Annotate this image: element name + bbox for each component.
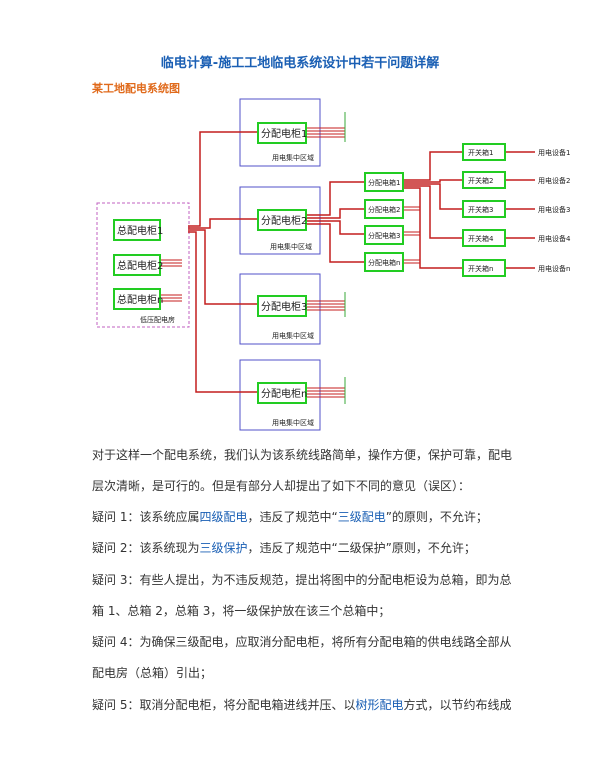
question-5: 疑问 5：取消分配电柜，将分配电箱进线并压、以树形配电方式，以节约布线成: [92, 690, 518, 721]
q1-text-a: 疑问 1：该系统应属: [92, 510, 200, 524]
diagram-caption: 某工地配电系统图: [92, 82, 180, 95]
main-box-n: 总配电柜n: [113, 288, 163, 310]
dist-area-label-2: 用电集中区域: [270, 242, 312, 251]
main-box-1: 总配电柜1: [113, 219, 163, 241]
main-area-label: 低压配电房: [140, 315, 175, 324]
feeder-lines: [188, 131, 535, 393]
equipment-label-n: 用电设备n: [538, 264, 570, 273]
intro-line-2: 层次清晰，是可行的。但是有部分人却提出了如下不同的意见（误区）：: [92, 479, 471, 493]
q2-highlight[interactable]: 三级保护: [199, 541, 248, 555]
svg-text:开关箱4: 开关箱4: [468, 234, 494, 243]
main-area: [96, 202, 190, 328]
q2-text-b: ，违反了规范中“二级保护”原则，不允许；: [247, 541, 476, 555]
sub-box-n: 分配电箱n: [364, 252, 404, 272]
svg-text:分配电柜n: 分配电柜n: [261, 387, 307, 400]
intro-line-1: 对于这样一个配电系统，我们认为该系统线路简单，操作方便，保护可靠，配电: [92, 448, 513, 462]
q5-text-a: 疑问 5：取消分配电柜，将分配电箱进线并压、以: [92, 698, 356, 712]
q2-text-a: 疑问 2：该系统现为: [92, 541, 200, 555]
equipment-label-4: 用电设备4: [538, 234, 571, 243]
question-1: 疑问 1：该系统应属四级配电，违反了规范中“三级配电”的原则，不允许；: [92, 502, 518, 533]
dist-area-3: [239, 273, 321, 345]
q5-text-b: 方式，以节约布线成: [403, 698, 512, 712]
svg-text:分配电箱2: 分配电箱2: [368, 205, 400, 214]
dist-box-1: 分配电柜1: [257, 122, 307, 144]
q1-highlight[interactable]: 四级配电: [199, 510, 248, 524]
q1-text-c: ”的原则，不允许；: [385, 510, 488, 524]
q1-highlight-2[interactable]: 三级配电: [337, 510, 386, 524]
svg-text:分配电箱3: 分配电箱3: [368, 231, 400, 240]
svg-text:开关箱1: 开关箱1: [468, 148, 493, 157]
svg-text:开关箱3: 开关箱3: [468, 205, 493, 214]
switch-box-4: 开关箱4: [462, 229, 506, 247]
dist-area-4: [239, 359, 321, 431]
dist-area-label-4: 用电集中区域: [272, 418, 314, 427]
distribution-diagram: 低压配电房 用电集中区域 用电集中区域 用电集中区域 用电集中区域: [96, 98, 571, 431]
svg-text:开关箱2: 开关箱2: [468, 176, 493, 185]
svg-text:总配电柜1: 总配电柜1: [117, 224, 163, 237]
question-4-line-1: 疑问 4：为确保三级配电，应取消分配电柜，将所有分配电箱的供电线路全部从: [92, 635, 512, 649]
dist-box-2: 分配电柜2: [257, 209, 307, 231]
svg-text:分配电箱n: 分配电箱n: [368, 258, 400, 267]
switch-box-3: 开关箱3: [462, 200, 506, 218]
sub-box-2: 分配电箱2: [364, 199, 404, 219]
dist-area-label-3: 用电集中区域: [272, 331, 314, 340]
svg-text:分配电柜1: 分配电柜1: [261, 127, 307, 140]
q5-highlight[interactable]: 树形配电: [355, 698, 404, 712]
svg-text:分配电柜3: 分配电柜3: [261, 300, 307, 313]
question-4-line-2: 配电房（总箱）引出；: [92, 666, 213, 680]
svg-text:开关箱n: 开关箱n: [468, 264, 493, 273]
page-title: 临电计算-施工工地临电系统设计中若干问题详解: [160, 56, 440, 71]
svg-text:总配电柜n: 总配电柜n: [117, 293, 163, 306]
switch-box-1: 开关箱1: [462, 143, 506, 161]
q1-text-b: ，违反了规范中“: [247, 510, 338, 524]
svg-text:总配电柜2: 总配电柜2: [117, 259, 163, 272]
question-3-line-2: 箱 1、总箱 2，总箱 3，将一级保护放在该三个总箱中；: [92, 604, 391, 618]
switch-box-2: 开关箱2: [462, 171, 506, 189]
main-box-2: 总配电柜2: [113, 254, 163, 276]
svg-text:分配电柜2: 分配电柜2: [261, 214, 307, 227]
equipment-label-2: 用电设备2: [538, 176, 570, 185]
equipment-label-1: 用电设备1: [538, 148, 570, 157]
question-3-line-1: 疑问 3：有些人提出，为不违反规范，提出将图中的分配电柜设为总箱，即为总: [92, 573, 512, 587]
sub-box-1: 分配电箱1: [364, 172, 404, 192]
sub-box-3: 分配电箱3: [364, 225, 404, 245]
dist-area-label-1: 用电集中区域: [272, 153, 314, 162]
dist-box-3: 分配电柜3: [257, 295, 307, 317]
svg-text:分配电箱1: 分配电箱1: [368, 178, 400, 187]
dist-box-n: 分配电柜n: [257, 382, 307, 404]
switch-box-n: 开关箱n: [462, 259, 506, 277]
question-2: 疑问 2：该系统现为三级保护，违反了规范中“二级保护”原则，不允许；: [92, 533, 518, 564]
equipment-label-3: 用电设备3: [538, 205, 570, 214]
